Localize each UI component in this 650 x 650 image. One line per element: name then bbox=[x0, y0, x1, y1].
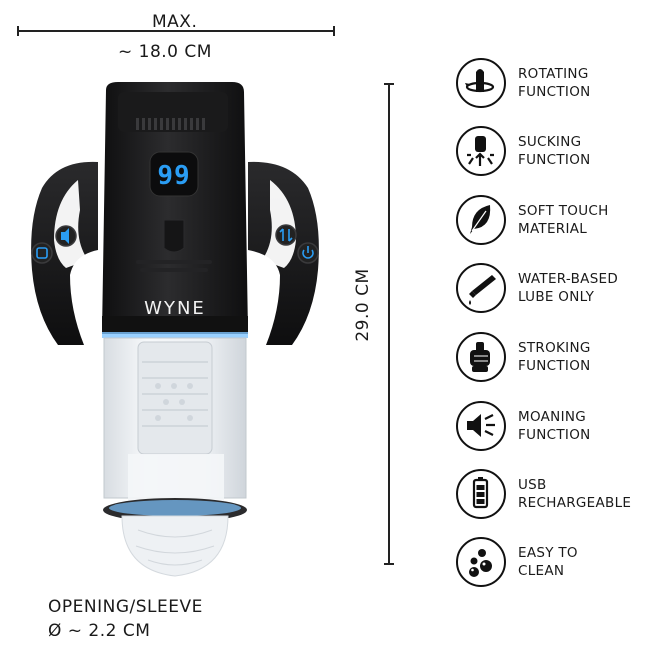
fist-icon bbox=[456, 332, 506, 382]
speaker-icon bbox=[456, 401, 506, 451]
feature-rotating-line2: FUNCTION bbox=[518, 84, 591, 100]
width-dimension-line bbox=[18, 30, 334, 32]
feature-stroking: STROKING FUNCTION bbox=[456, 332, 646, 392]
width-max-label: MAX. bbox=[152, 12, 198, 32]
feature-usb-line2: RECHARGEABLE bbox=[518, 495, 632, 511]
feature-sucking-line2: FUNCTION bbox=[518, 152, 591, 168]
height-dimension-tick-bottom bbox=[384, 563, 394, 565]
feature-lube-line2: LUBE ONLY bbox=[518, 289, 595, 305]
height-dimension-tick-top bbox=[384, 83, 394, 85]
opening-label: OPENING/SLEEVE bbox=[48, 597, 203, 617]
height-value-label: 29.0 CM bbox=[353, 268, 373, 342]
feature-moaning-line2: FUNCTION bbox=[518, 427, 591, 443]
width-dimension-tick-right bbox=[333, 26, 335, 36]
brand-logo: WYNE bbox=[144, 298, 206, 319]
feature-easy-clean-line1: EASY TO bbox=[518, 545, 578, 561]
digital-display: 99 bbox=[157, 161, 190, 191]
rotating-icon bbox=[456, 58, 506, 108]
battery-icon bbox=[456, 469, 506, 519]
right-handle bbox=[248, 161, 319, 345]
feature-soft-touch-line2: MATERIAL bbox=[518, 221, 588, 237]
feature-moaning-line1: MOANING bbox=[518, 409, 587, 425]
lube-tube-icon bbox=[456, 263, 506, 313]
transparent-sleeve bbox=[103, 337, 247, 577]
feature-rotating-line1: ROTATING bbox=[518, 66, 589, 82]
sucking-icon bbox=[456, 126, 506, 176]
feature-sucking-line1: SUCKING bbox=[518, 134, 582, 150]
feature-soft-touch-line1: SOFT TOUCH bbox=[518, 203, 609, 219]
width-value-label: ~ 18.0 CM bbox=[118, 42, 212, 62]
feature-rotating: ROTATING FUNCTION bbox=[456, 58, 646, 118]
feather-icon bbox=[456, 195, 506, 245]
product-image: 99 WYNE bbox=[31, 82, 319, 577]
feature-easy-clean-line2: CLEAN bbox=[518, 563, 565, 579]
feature-usb: USB RECHARGEABLE bbox=[456, 469, 646, 529]
feature-stroking-line1: STROKING bbox=[518, 340, 591, 356]
device-body bbox=[102, 82, 248, 334]
bubbles-icon bbox=[456, 537, 506, 587]
feature-soft-touch: SOFT TOUCH MATERIAL bbox=[456, 195, 646, 255]
feature-moaning: MOANING FUNCTION bbox=[456, 401, 646, 461]
opening-value: Ø ~ 2.2 CM bbox=[48, 621, 151, 641]
width-dimension-tick-left bbox=[17, 26, 19, 36]
feature-easy-clean: EASY TO CLEAN bbox=[456, 537, 646, 597]
feature-usb-line1: USB bbox=[518, 477, 547, 493]
height-dimension-line bbox=[388, 84, 390, 564]
feature-stroking-line2: FUNCTION bbox=[518, 358, 591, 374]
feature-sucking: SUCKING FUNCTION bbox=[456, 126, 646, 186]
feature-lube-line1: WATER-BASED bbox=[518, 271, 619, 287]
feature-lube: WATER-BASED LUBE ONLY bbox=[456, 263, 646, 323]
